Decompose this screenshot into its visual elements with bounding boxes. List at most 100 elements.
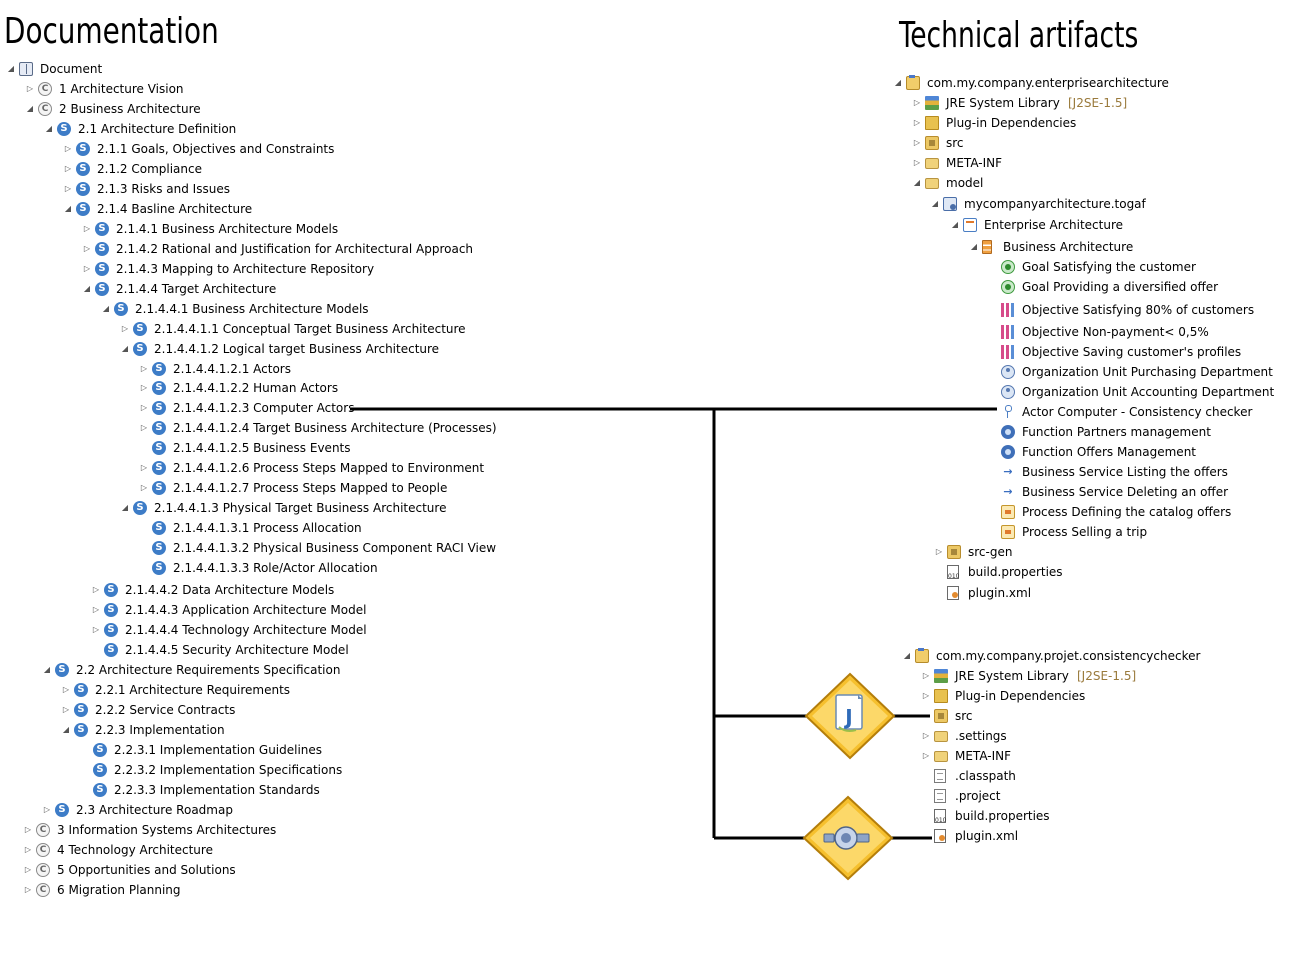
- collapse-arrow-icon[interactable]: ◢: [951, 220, 959, 229]
- technical-artifacts-title: Technical artifacts: [899, 15, 1139, 56]
- tree-node-label: 2.2.3.1 Implementation Guidelines: [114, 743, 323, 757]
- tree-node-label: 2.1.4.3 Mapping to Architecture Reposito…: [116, 262, 375, 276]
- expand-arrow-icon[interactable]: ▷: [140, 403, 148, 412]
- collapse-arrow-icon[interactable]: ◢: [121, 503, 129, 512]
- expand-arrow-icon[interactable]: ▷: [922, 691, 930, 700]
- tree-node-label: 2.1.4.4.4 Technology Architecture Model: [125, 623, 367, 637]
- section-icon: S: [152, 461, 166, 475]
- tree-node-label: META-INF: [955, 749, 1012, 763]
- tree-node-label: .project: [955, 789, 1001, 803]
- expand-arrow-icon[interactable]: ▷: [92, 585, 100, 594]
- tree-node-label: 2.2.2 Service Contracts: [95, 703, 236, 717]
- expand-arrow-icon[interactable]: ▷: [121, 324, 129, 333]
- tree-node-label: 2.1.4.2 Rational and Justification for A…: [116, 242, 474, 256]
- expand-arrow-icon[interactable]: ▷: [83, 224, 91, 233]
- expand-arrow-icon[interactable]: ▷: [913, 138, 921, 147]
- expand-arrow-icon[interactable]: ▷: [62, 705, 70, 714]
- section-icon: S: [104, 643, 118, 657]
- expand-arrow-icon[interactable]: ▷: [64, 144, 72, 153]
- collapse-arrow-icon[interactable]: ◢: [7, 64, 15, 73]
- section-icon: S: [114, 302, 128, 316]
- collapse-arrow-icon[interactable]: ◢: [913, 178, 921, 187]
- section-icon: S: [133, 342, 147, 356]
- expand-arrow-icon[interactable]: ▷: [83, 264, 91, 273]
- java-source-badge-icon: J: [804, 672, 896, 760]
- expand-arrow-icon[interactable]: ▷: [140, 463, 148, 472]
- tree-node-label: 5 Opportunities and Solutions: [57, 863, 236, 877]
- collapse-arrow-icon[interactable]: ◢: [26, 104, 34, 113]
- tree-node-label: Function Partners management: [1022, 425, 1211, 439]
- expand-arrow-icon[interactable]: ▷: [83, 244, 91, 253]
- tree-node-suffix: [J2SE-1.5]: [1068, 96, 1128, 110]
- tree-node-label: 2.1.4.4.1.2.6 Process Steps Mapped to En…: [173, 461, 485, 475]
- tree-node-label: JRE System Library: [946, 96, 1060, 110]
- folder-icon: [925, 158, 939, 169]
- section-icon: S: [95, 282, 109, 296]
- expand-arrow-icon[interactable]: ▷: [24, 865, 32, 874]
- collapse-arrow-icon[interactable]: ◢: [62, 725, 70, 734]
- tree-node-label: 2.1.4.4.1.3.2 Physical Business Componen…: [173, 541, 497, 555]
- expand-arrow-icon[interactable]: ▷: [913, 118, 921, 127]
- tree-node-label: .classpath: [955, 769, 1016, 783]
- collapse-arrow-icon[interactable]: ◢: [102, 304, 110, 313]
- section-icon: S: [152, 441, 166, 455]
- tree-node-label: build.properties: [955, 809, 1050, 823]
- expand-arrow-icon[interactable]: ▷: [922, 671, 930, 680]
- collapse-arrow-icon[interactable]: ◢: [83, 284, 91, 293]
- collapse-arrow-icon[interactable]: ◢: [970, 242, 978, 251]
- tree-node-label: 2 Business Architecture: [59, 102, 201, 116]
- tree-node-label: src-gen: [968, 545, 1013, 559]
- expand-arrow-icon[interactable]: ▷: [64, 184, 72, 193]
- expand-arrow-icon[interactable]: ▷: [140, 423, 148, 432]
- tree-node-suffix: [J2SE-1.5]: [1077, 669, 1137, 683]
- tree-node-label: 2.1.4.4.1.1 Conceptual Target Business A…: [154, 322, 466, 336]
- tree-node-label: 6 Migration Planning: [57, 883, 181, 897]
- expand-arrow-icon[interactable]: ▷: [24, 845, 32, 854]
- objective-icon: [1001, 325, 1015, 339]
- collapse-arrow-icon[interactable]: ◢: [64, 204, 72, 213]
- tree-node-label: com.my.company.projet.consistencychecker: [936, 649, 1201, 663]
- actor-icon: [1001, 405, 1015, 419]
- collapse-arrow-icon[interactable]: ◢: [43, 665, 51, 674]
- service-icon: →: [1003, 485, 1013, 498]
- expand-arrow-icon[interactable]: ▷: [922, 731, 930, 740]
- organization-icon: [1001, 365, 1015, 379]
- tree-node-label: Plug-in Dependencies: [955, 689, 1086, 703]
- collapse-arrow-icon[interactable]: ◢: [894, 78, 902, 87]
- collapse-arrow-icon[interactable]: ◢: [121, 344, 129, 353]
- section-icon: S: [55, 663, 69, 677]
- library-icon: [934, 669, 948, 683]
- tree-node-label: 2.1.4.4.1 Business Architecture Models: [135, 302, 369, 316]
- collapse-arrow-icon[interactable]: ◢: [931, 199, 939, 208]
- expand-arrow-icon[interactable]: ▷: [92, 605, 100, 614]
- expand-arrow-icon[interactable]: ▷: [26, 84, 34, 93]
- expand-arrow-icon[interactable]: ▷: [140, 483, 148, 492]
- expand-arrow-icon[interactable]: ▷: [64, 164, 72, 173]
- tree-node-label: Business Service Deleting an offer: [1022, 485, 1229, 499]
- tree-node-label: Objective Satisfying 80% of customers: [1022, 303, 1255, 317]
- package-folder-icon: [947, 545, 961, 559]
- tree-node-label: src: [946, 136, 964, 150]
- expand-arrow-icon[interactable]: ▷: [935, 547, 943, 556]
- tree-node-label: Objective Saving customer's profiles: [1022, 345, 1242, 359]
- process-icon: [1001, 525, 1015, 539]
- expand-arrow-icon[interactable]: ▷: [140, 364, 148, 373]
- section-icon: S: [57, 122, 71, 136]
- expand-arrow-icon[interactable]: ▷: [913, 98, 921, 107]
- expand-arrow-icon[interactable]: ▷: [43, 805, 51, 814]
- expand-arrow-icon[interactable]: ▷: [62, 685, 70, 694]
- expand-arrow-icon[interactable]: ▷: [140, 383, 148, 392]
- collapse-arrow-icon[interactable]: ◢: [903, 651, 911, 660]
- collapse-arrow-icon[interactable]: ◢: [45, 124, 53, 133]
- expand-arrow-icon[interactable]: ▷: [913, 158, 921, 167]
- expand-arrow-icon[interactable]: ▷: [24, 885, 32, 894]
- xml-file-icon: [934, 829, 946, 843]
- tree-node-label: .settings: [955, 729, 1007, 743]
- section-icon: S: [95, 222, 109, 236]
- expand-arrow-icon[interactable]: ▷: [922, 751, 930, 760]
- expand-arrow-icon[interactable]: ▷: [92, 625, 100, 634]
- tree-node-label: 2.1.4.4.1.2.1 Actors: [173, 362, 291, 376]
- expand-arrow-icon[interactable]: ▷: [24, 825, 32, 834]
- tree-node-label: Enterprise Architecture: [984, 218, 1124, 232]
